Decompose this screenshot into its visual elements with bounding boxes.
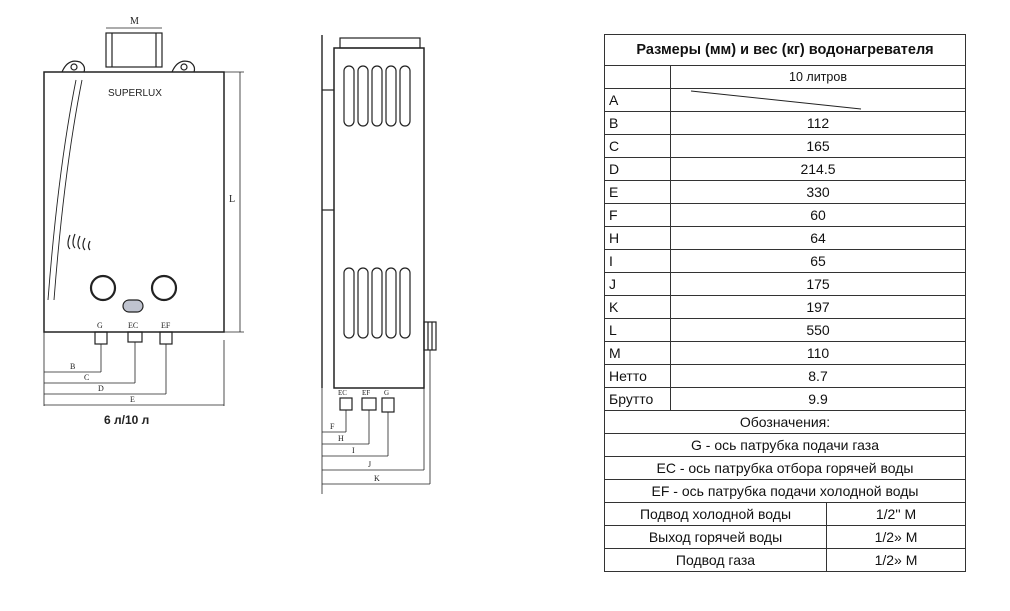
- row-value: 175: [670, 272, 966, 296]
- row-value: 64: [670, 226, 966, 250]
- side-port-label-g: G: [384, 389, 389, 397]
- dim-label-d: D: [98, 384, 104, 393]
- row-label: Брутто: [604, 387, 671, 411]
- legend-item-ec: EC - ось патрубка отбора горячей воды: [604, 456, 966, 480]
- row-value: 197: [670, 295, 966, 319]
- dim-label-m: M: [130, 16, 139, 27]
- connection-value: 1/2» М: [826, 525, 966, 549]
- port-label-ef: EF: [161, 321, 171, 330]
- row-value-empty: [670, 88, 966, 112]
- row-value: 110: [670, 341, 966, 365]
- header-blank-cell: [604, 65, 671, 89]
- row-value: 550: [670, 318, 966, 342]
- connection-label: Подвод газа: [604, 548, 827, 572]
- dim-label-c: C: [84, 373, 89, 382]
- connection-row: Подвод холодной воды 1/2'' М: [604, 502, 966, 526]
- row-value: 112: [670, 111, 966, 135]
- column-header: 10 литров: [670, 65, 966, 89]
- table-row: A: [604, 88, 966, 112]
- row-label: I: [604, 249, 671, 273]
- row-label: D: [604, 157, 671, 181]
- side-view: [321, 35, 437, 494]
- dim-label-h: H: [338, 434, 344, 443]
- row-label: K: [604, 295, 671, 319]
- row-label: B: [604, 111, 671, 135]
- legend-title: Обозначения:: [604, 410, 966, 434]
- side-port-label-ef: EF: [362, 389, 370, 397]
- port-label-g: G: [97, 321, 103, 330]
- dim-label-l: L: [229, 194, 235, 205]
- row-value: 330: [670, 180, 966, 204]
- row-value: 165: [670, 134, 966, 158]
- legend-item-g: G - ось патрубка подачи газа: [604, 433, 966, 457]
- row-value: 60: [670, 203, 966, 227]
- connection-label: Подвод холодной воды: [604, 502, 827, 526]
- row-label: J: [604, 272, 671, 296]
- brand-logo: SUPERLUX: [108, 88, 162, 99]
- dim-label-k: K: [374, 474, 380, 483]
- connection-value: 1/2'' М: [826, 502, 966, 526]
- row-label: A: [604, 88, 671, 112]
- row-value: 8.7: [670, 364, 966, 388]
- dim-label-j: J: [368, 460, 371, 469]
- side-port-label-ec: EC: [338, 389, 347, 397]
- legend-item-ef: EF - ось патрубка подачи холодной воды: [604, 479, 966, 503]
- connection-label: Выход горячей воды: [604, 525, 827, 549]
- connection-row: Выход горячей воды 1/2» М: [604, 525, 966, 549]
- dim-label-e: E: [130, 395, 135, 404]
- port-label-ec: EC: [128, 321, 138, 330]
- heater-drawing: M L G EC EF B C D E EC EF G F H I J K SU…: [43, 16, 437, 494]
- front-view: [43, 27, 244, 406]
- row-value: 9.9: [670, 387, 966, 411]
- row-label: L: [604, 318, 671, 342]
- row-label: H: [604, 226, 671, 250]
- table-title: Размеры (мм) и вес (кг) водонагревателя: [604, 34, 966, 66]
- row-label: F: [604, 203, 671, 227]
- connection-row: Подвод газа 1/2» М: [604, 548, 966, 572]
- row-label: C: [604, 134, 671, 158]
- diagonal-line: [690, 90, 862, 110]
- row-label: Нетто: [604, 364, 671, 388]
- row-value: 214.5: [670, 157, 966, 181]
- connection-value: 1/2» М: [826, 548, 966, 572]
- front-view-caption: 6 л/10 л: [104, 413, 149, 427]
- dim-label-b: B: [70, 362, 75, 371]
- spec-table: Размеры (мм) и вес (кг) водонагревателя …: [604, 34, 966, 572]
- row-label: M: [604, 341, 671, 365]
- row-label: E: [604, 180, 671, 204]
- dim-label-i: I: [352, 446, 355, 455]
- dim-label-f: F: [330, 422, 335, 431]
- row-value: 65: [670, 249, 966, 273]
